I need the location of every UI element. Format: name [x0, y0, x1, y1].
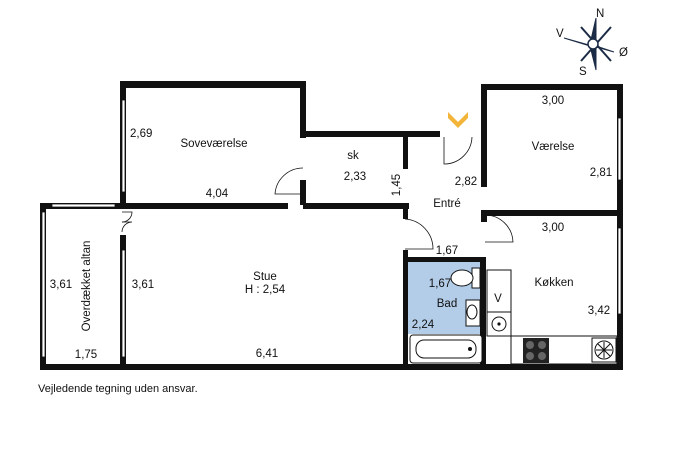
bathtub	[409, 334, 483, 364]
stue-name: Stue	[253, 271, 277, 283]
bad-name: Bad	[437, 298, 457, 310]
windows	[41, 99, 622, 358]
skab-depth: 1,45	[391, 174, 403, 196]
bathroom-sink	[465, 299, 481, 327]
toilet	[450, 267, 481, 289]
kokken-v-label: V	[494, 293, 502, 305]
skab-name: sk	[347, 150, 359, 162]
entre-name: Entré	[433, 198, 461, 210]
altan-name: Overdækket altan	[81, 241, 93, 332]
altan-depth: 3,61	[50, 279, 72, 291]
sovevaerelse-depth: 2,69	[130, 128, 152, 140]
kitchen-sink	[486, 311, 512, 337]
sovevaerelse-name: Soveværelse	[180, 138, 247, 150]
fixtures	[409, 267, 618, 365]
walls	[40, 81, 623, 370]
stue-depth: 3,61	[132, 279, 154, 291]
entre-depth: 2,82	[455, 176, 477, 188]
entre-width: 1,67	[436, 245, 458, 257]
vaerelse-name: Værelse	[532, 141, 575, 153]
compass-west-label: V	[556, 28, 564, 40]
bad-depth: 2,24	[412, 319, 435, 331]
disclaimer-text: Vejledende tegning uden ansvar.	[38, 383, 198, 395]
doors	[121, 136, 514, 250]
stove	[523, 338, 549, 363]
skab-width: 2,33	[344, 171, 366, 183]
kokken-width: 3,00	[542, 222, 564, 234]
kokken-depth: 3,42	[588, 305, 610, 317]
compass-east-label: Ø	[619, 47, 628, 59]
room-labels: Soveværelse 2,69 4,04 sk 2,33 1,45 Entré…	[50, 95, 612, 361]
stue-height: H : 2,54	[245, 284, 286, 296]
compass-north-label: N	[596, 8, 604, 20]
entrance-chevron-icon	[448, 112, 468, 128]
kokken-name: Køkken	[535, 277, 574, 289]
vaerelse-width: 3,00	[542, 95, 564, 107]
compass-icon: N V Ø S	[556, 8, 628, 78]
vaerelse-depth: 2,81	[590, 167, 612, 179]
fan-icon	[591, 337, 617, 363]
stue-width: 6,41	[256, 348, 278, 360]
bad-width: 1,67	[429, 278, 451, 290]
sovevaerelse-width: 4,04	[206, 188, 229, 200]
altan-width: 1,75	[75, 349, 97, 361]
compass-south-label: S	[579, 66, 587, 78]
